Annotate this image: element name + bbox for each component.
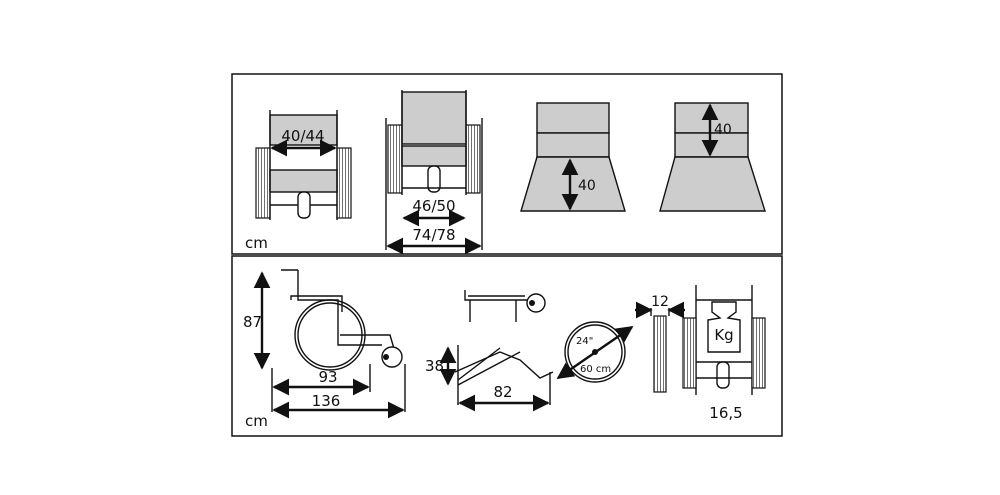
wheelbase-label: 93	[318, 368, 337, 386]
wheel-inch-label: 24"	[576, 336, 593, 347]
wheel-diameter-view	[556, 321, 634, 383]
front-view-seat-width	[255, 110, 352, 220]
folded-width-view	[635, 301, 685, 393]
wheel-cm-label: 60 cm	[580, 364, 611, 375]
seat-height-label: 40	[578, 178, 596, 194]
folded-view	[439, 290, 554, 412]
seat-height-view	[520, 102, 626, 212]
folded-length-label: 82	[493, 383, 512, 401]
total-height-label: 87	[243, 313, 262, 331]
front-view-overall-width	[385, 90, 483, 255]
overall-width-label: 74/78	[412, 226, 455, 244]
folded-width-label: 12	[651, 294, 669, 310]
unit-label-bottom: cm	[245, 412, 268, 430]
overall-length-label: 136	[312, 392, 341, 410]
backrest-height-view	[659, 102, 766, 212]
weight-symbol-icon: Kg	[714, 326, 733, 344]
side-view	[253, 269, 406, 419]
inner-width-label: 46/50	[412, 197, 455, 215]
weight-view	[682, 285, 766, 395]
unit-label-top: cm	[245, 234, 268, 252]
weight-label: 16,5	[709, 404, 742, 422]
backrest-height-label: 40	[714, 122, 732, 138]
seat-width-label: 40/44	[281, 127, 324, 145]
folded-height-label: 38	[425, 357, 444, 375]
